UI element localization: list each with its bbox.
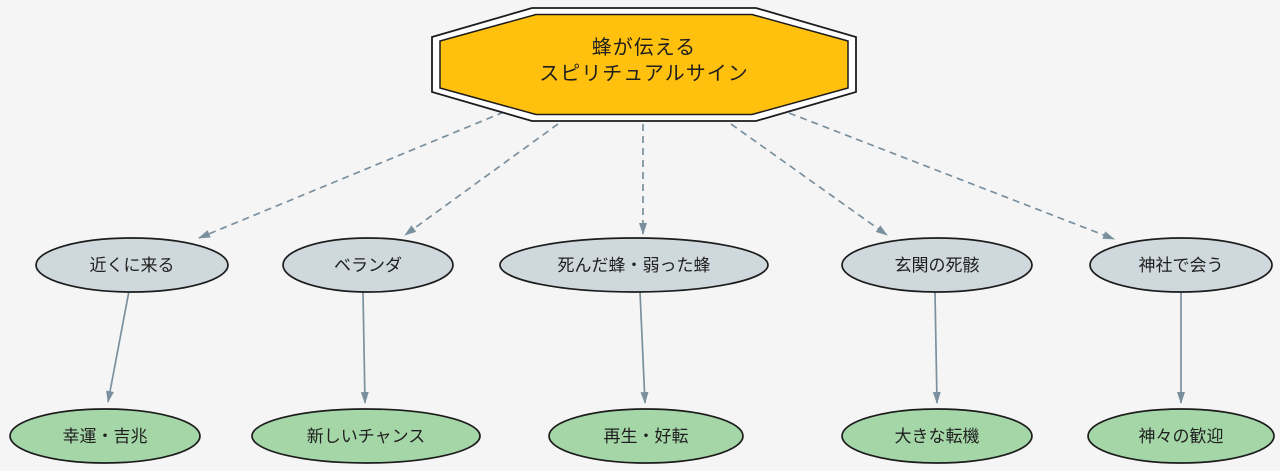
- root-label-line1: 蜂が伝える: [592, 35, 696, 59]
- meaning-label: 神々の歓迎: [1139, 427, 1224, 447]
- node-meaning-1: 新しいチャンス: [251, 408, 481, 464]
- sign-ellipse: [282, 237, 454, 293]
- sign-label: 近くに来る: [90, 256, 175, 276]
- sign-ellipse: [841, 237, 1033, 293]
- meaning-label: 大きな転機: [895, 427, 980, 447]
- node-meaning-0: 幸運・吉兆: [9, 408, 201, 464]
- edges-signs-to-meanings: [106, 290, 1185, 404]
- edges-root-to-signs: [198, 111, 1115, 240]
- root-label-line2: スピリチュアルサイン: [539, 61, 748, 85]
- node-sign-3: 玄関の死骸: [841, 237, 1033, 293]
- meaning-ellipse: [251, 408, 481, 464]
- node-meaning-2: 再生・好転: [548, 408, 744, 464]
- edge-root-to-sign-1: [404, 123, 559, 236]
- node-meaning-3: 大きな転機: [841, 408, 1033, 464]
- node-sign-4: 神社で会う: [1089, 237, 1273, 293]
- edge-root-to-sign-3: [730, 123, 888, 236]
- node-sign-1: ベランダ: [282, 237, 454, 293]
- meaning-ellipse: [841, 408, 1033, 464]
- edge-sign-to-meaning-3: [932, 291, 941, 404]
- meaning-ellipse: [1087, 408, 1275, 464]
- edge-sign-to-meaning-0: [106, 290, 130, 403]
- root-inner-octagon: [439, 13, 849, 116]
- sign-label: 玄関の死骸: [895, 256, 980, 276]
- node-sign-2: 死んだ蜂・弱った蜂: [499, 237, 769, 293]
- sign-ellipse: [35, 237, 229, 293]
- node-root: 蜂が伝える スピリチュアルサイン: [431, 7, 857, 122]
- meaning-ellipse: [9, 408, 201, 464]
- edge-root-to-sign-0: [198, 111, 505, 239]
- edge-root-to-sign-4: [788, 112, 1115, 240]
- sign-label: 神社で会う: [1139, 256, 1224, 276]
- meaning-ellipse: [548, 408, 744, 464]
- meaning-label: 幸運・吉兆: [63, 427, 148, 447]
- node-sign-0: 近くに来る: [35, 237, 229, 293]
- sign-label: 死んだ蜂・弱った蜂: [558, 256, 711, 276]
- meaning-label: 新しいチャンス: [307, 427, 426, 447]
- node-meaning-4: 神々の歓迎: [1087, 408, 1275, 464]
- sign-label: ベランダ: [334, 256, 402, 276]
- meaning-label: 再生・好転: [604, 427, 689, 447]
- sign-ellipse: [1089, 237, 1273, 293]
- sign-ellipse: [499, 237, 769, 293]
- edge-sign-to-meaning-1: [360, 291, 369, 404]
- edge-sign-to-meaning-2: [639, 291, 649, 404]
